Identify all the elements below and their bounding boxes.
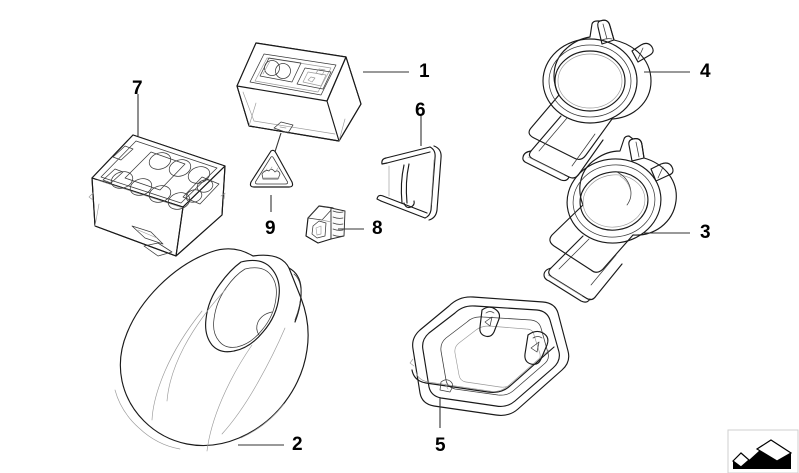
callout-number-7: 7 xyxy=(132,78,143,99)
part-2-overhead-console-cover xyxy=(114,248,309,452)
part-8-expansion-plug xyxy=(305,205,346,244)
corner-logo-mark xyxy=(727,429,799,473)
part-1-interior-light-switch-unit xyxy=(236,42,362,142)
part-6-wire-retaining-clip xyxy=(376,145,442,221)
part-5-console-trim-frame xyxy=(409,296,570,416)
callout-number-9: 9 xyxy=(265,218,276,239)
callout-number-5: 5 xyxy=(435,435,446,456)
callout-number-6: 6 xyxy=(415,100,426,121)
part-9-warning-label-triangle xyxy=(249,149,294,188)
part-3-ring-bracket-lower xyxy=(543,135,677,303)
callout-number-3: 3 xyxy=(700,222,711,243)
callout-number-2: 2 xyxy=(292,434,303,455)
callout-number-4: 4 xyxy=(700,61,711,82)
part-7-switch-block-assembly xyxy=(88,134,226,257)
callout-number-8: 8 xyxy=(372,218,383,239)
callout-number-1: 1 xyxy=(419,61,430,82)
corner-logo xyxy=(727,429,799,473)
